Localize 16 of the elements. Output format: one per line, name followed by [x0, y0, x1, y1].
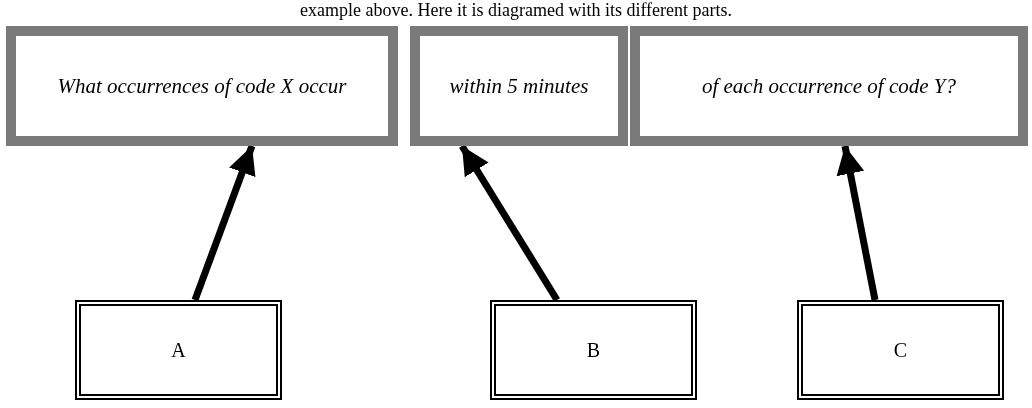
part-letter: C — [893, 338, 908, 362]
question-text: What occurrences of code X occur — [57, 73, 347, 99]
sentence-fragment: example above. Here it is diagramed with its different parts. — [299, 0, 733, 20]
arrow — [836, 145, 879, 301]
part-label-box — [490, 300, 697, 400]
question-text: within 5 minutes — [449, 73, 589, 99]
part-letter: A — [171, 338, 186, 362]
part-label-box — [75, 300, 282, 400]
arrow — [459, 144, 560, 302]
question-part-box — [410, 26, 628, 146]
arrow — [191, 144, 256, 302]
question-part-box — [630, 26, 1028, 146]
part-label-box — [797, 300, 1004, 400]
question-text: of each occurrence of code Y? — [701, 73, 957, 99]
part-letter: B — [586, 338, 601, 362]
question-part-box — [6, 26, 398, 146]
